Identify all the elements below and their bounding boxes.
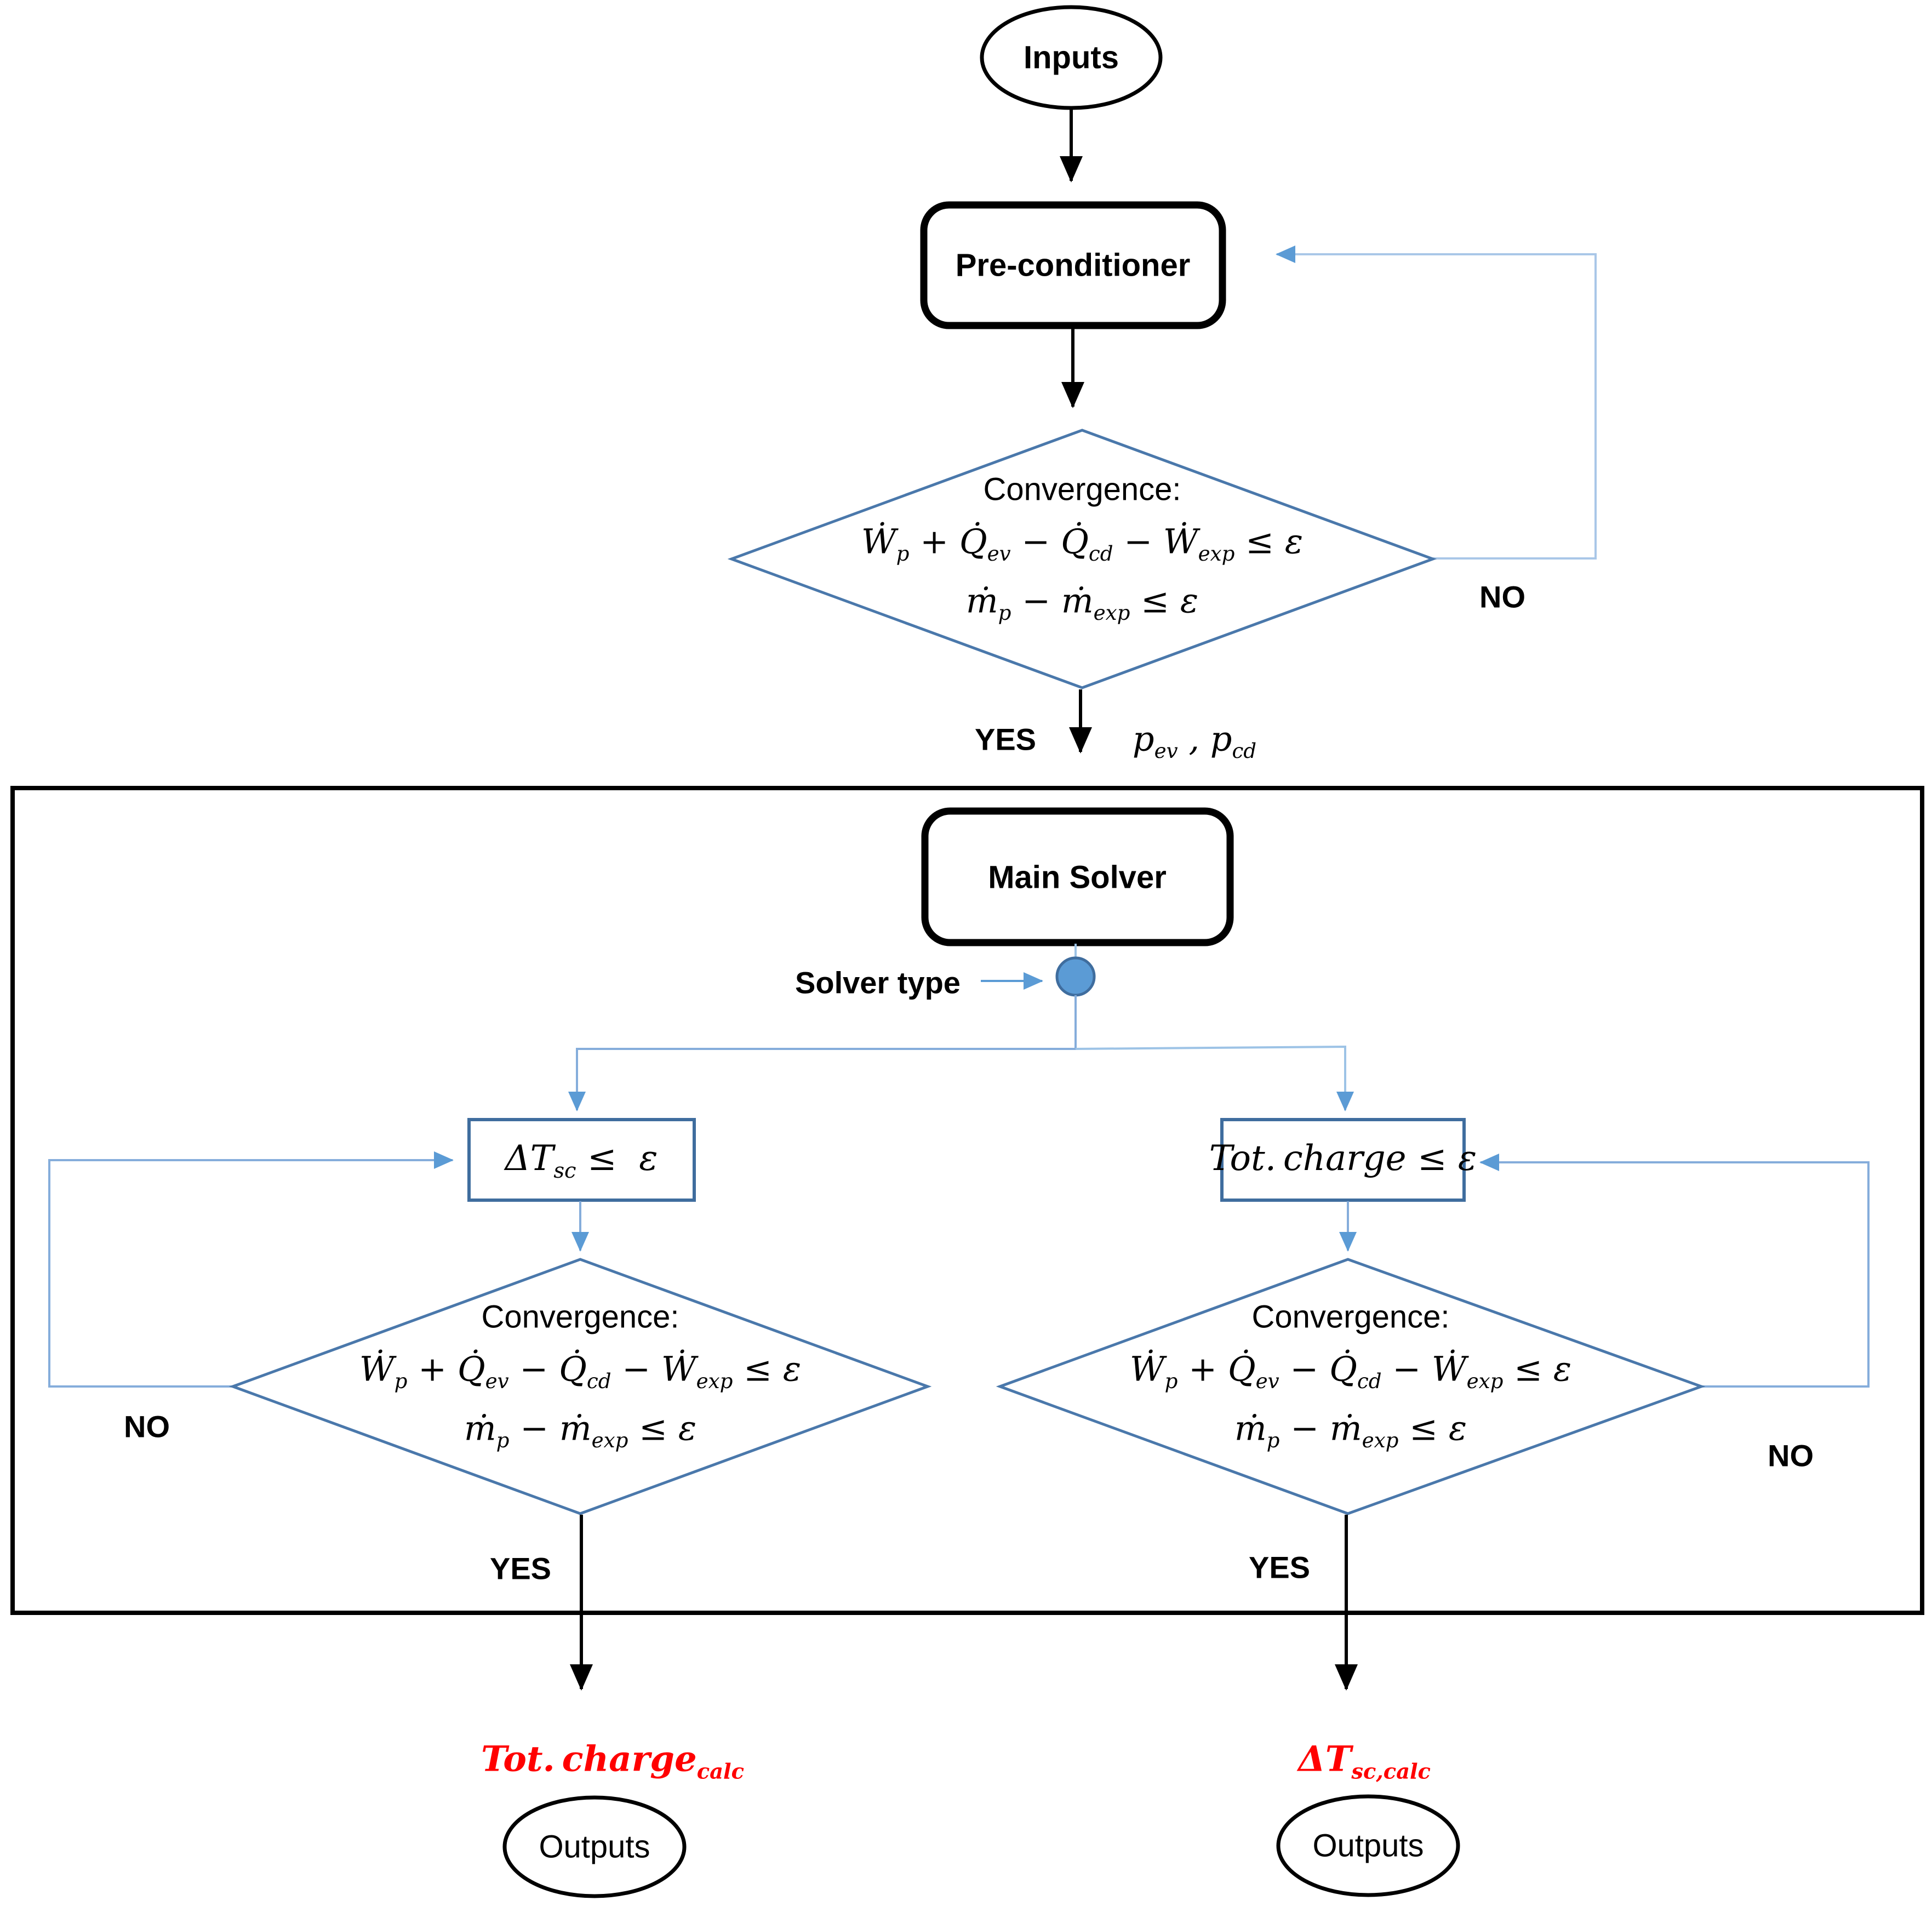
preconditioner-label: Pre-conditioner xyxy=(955,247,1191,283)
solver-type-label: Solver type xyxy=(795,965,961,1000)
left-diamond-title: Convergence: xyxy=(481,1299,679,1335)
left-convergence-diamond xyxy=(228,1258,932,1515)
top-diamond-formula-2: ṁp − ṁexp ≤ ε xyxy=(965,580,1199,625)
right-convergence-diamond xyxy=(996,1258,1706,1515)
right-result-label: ΔTsc,calc xyxy=(1298,1738,1431,1784)
no-label-right: NO xyxy=(1768,1438,1814,1473)
outputs-left-ellipse xyxy=(502,1795,687,1898)
no-loop-preconditioner-line xyxy=(1276,246,1597,560)
top-convergence-diamond xyxy=(727,429,1437,689)
left-result-label: Tot. chargecalc xyxy=(481,1738,744,1784)
no-label-top: NO xyxy=(1479,579,1525,614)
right-diamond-formula-2: ṁp − ṁexp ≤ ε xyxy=(1234,1408,1467,1452)
outputs-label-left: Outputs xyxy=(539,1829,650,1865)
left-diamond-formula-2: ṁp − ṁexp ≤ ε xyxy=(464,1408,697,1452)
solver-selector-circle xyxy=(1055,956,1096,997)
inputs-label: Inputs xyxy=(1024,39,1119,76)
no-loop-left-line xyxy=(48,1151,454,1388)
left-condition-box xyxy=(467,1118,696,1202)
yes-label-bottom-right: YES xyxy=(1248,1550,1311,1585)
branch-split-right xyxy=(1075,1045,1354,1111)
main-solver-box xyxy=(921,807,1234,946)
main-solver-label: Main Solver xyxy=(988,859,1167,895)
pressures-label: pev , pcd xyxy=(1132,718,1257,763)
yes-label-bottom-left: YES xyxy=(489,1551,552,1586)
branch-split-left xyxy=(568,995,1077,1111)
preconditioner-box xyxy=(920,201,1226,329)
outputs-right-ellipse xyxy=(1276,1794,1460,1897)
top-diamond-title: Convergence: xyxy=(983,471,1181,507)
top-diamond-formula-1: Ẇp + Q̇ev − Q̇cd − Ẇexp ≤ ε xyxy=(861,521,1304,566)
outputs-label-right: Outputs xyxy=(1312,1828,1424,1864)
right-condition-formula: Tot. charge ≤ ε xyxy=(1209,1138,1477,1179)
inputs-ellipse xyxy=(980,5,1163,110)
no-loop-right-line xyxy=(1479,1154,1870,1388)
left-diamond-formula-1: Ẇp + Q̇ev − Q̇cd − Ẇexp ≤ ε xyxy=(359,1349,802,1393)
right-condition-box xyxy=(1220,1118,1466,1202)
left-condition-formula: ΔTsc ≤ ε xyxy=(505,1138,658,1183)
main-solver-container xyxy=(10,786,1924,1615)
right-diamond-formula-1: Ẇp + Q̇ev − Q̇cd − Ẇexp ≤ ε xyxy=(1129,1349,1572,1393)
no-label-left: NO xyxy=(124,1409,170,1444)
yes-label-top: YES xyxy=(974,722,1037,757)
right-diamond-title: Convergence: xyxy=(1251,1299,1450,1335)
